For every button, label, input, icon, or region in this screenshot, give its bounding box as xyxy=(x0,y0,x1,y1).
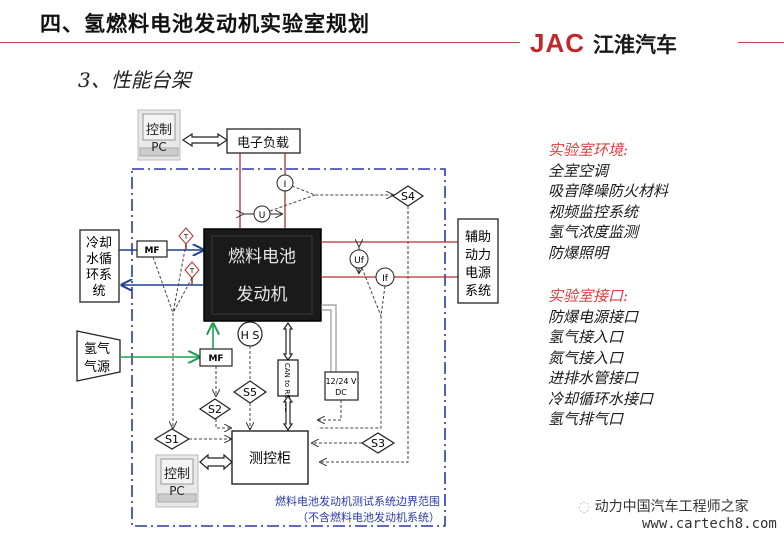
cooling-line-0: 冷却 xyxy=(86,236,112,251)
env-item: 视频监控系统 xyxy=(548,202,639,221)
env-item: 氢气浓度监测 xyxy=(548,223,639,241)
uf-label: Uf xyxy=(354,256,365,266)
cooling-line-3: 统 xyxy=(92,284,105,299)
sensor-s4 xyxy=(391,185,425,207)
pc-bottom-sublabel: PC xyxy=(169,484,185,498)
watermark: ◌ 动力中国汽车工程师之家 www.cartech8.com xyxy=(578,496,777,532)
current-sensor-i xyxy=(276,174,294,192)
dc-power-box xyxy=(324,371,359,401)
dc-label-2: DC xyxy=(335,388,347,397)
s5-label: S5 xyxy=(243,386,257,399)
cooling-system-box xyxy=(79,229,120,303)
hs-label: H S xyxy=(241,329,260,342)
test-system-boundary xyxy=(131,168,446,527)
can-label: CAN to RS232 xyxy=(283,363,291,412)
lab-interfaces-list: 实验室接口: 防爆电源接口 氢气接入口 氮气接入口 进排水管接口 冷却循环水接口… xyxy=(548,286,653,430)
t2-label: T xyxy=(189,267,195,275)
interface-item: 氮气接入口 xyxy=(548,348,624,367)
flow-meter-coolant xyxy=(136,240,168,258)
h2-line-0: 氢气 xyxy=(84,341,110,357)
cooling-line-1: 水循 xyxy=(86,252,112,267)
s3-label: S3 xyxy=(371,437,385,450)
voltage-sensor-uf xyxy=(349,249,369,269)
pc-cabinet-link xyxy=(199,453,233,471)
s2-label: S2 xyxy=(208,403,222,416)
env-item: 全室空调 xyxy=(548,161,609,180)
u-label: U xyxy=(259,211,266,221)
aux-line-0: 辅助 xyxy=(465,230,491,245)
s1-label: S1 xyxy=(165,433,179,446)
pc-top-sublabel: PC xyxy=(151,140,167,154)
env-item: 吸音降噪防火材料 xyxy=(548,182,669,200)
jac-logo: JAC 江淮汽车 xyxy=(530,28,677,59)
interface-item: 防爆电源接口 xyxy=(548,307,639,326)
mf-h2-label: MF xyxy=(208,354,223,364)
boundary-caption-1: 燃料电池发动机测试系统边界范围 xyxy=(275,494,440,508)
sensor-s3 xyxy=(360,432,396,454)
if-label: If xyxy=(382,274,389,284)
boundary-caption-2: （不含燃料电池发动机系统） xyxy=(297,510,440,524)
electronic-load-box xyxy=(226,128,301,154)
sensor-s2 xyxy=(198,398,232,420)
i-label: I xyxy=(284,180,287,190)
lab-environment-list: 实验室环境: 全室空调 吸音降噪防火材料 视频监控系统 氢气浓度监测 防爆照明 xyxy=(548,140,668,263)
watermark-url: www.cartech8.com xyxy=(642,516,777,532)
cooling-line-2: 环系 xyxy=(86,268,112,283)
sensor-s5 xyxy=(232,380,268,404)
control-pc-bottom: 控制 PC xyxy=(155,454,199,508)
t1-label: T xyxy=(183,233,189,241)
interface-item: 氢气接入口 xyxy=(548,328,624,346)
header-divider-right xyxy=(738,42,784,43)
aux-power-box xyxy=(457,218,499,304)
aux-line-1: 动力 xyxy=(465,248,491,263)
can-link-bottom xyxy=(282,394,294,432)
voltage-sensor-u xyxy=(253,205,271,223)
h2-line-1: 气源 xyxy=(84,359,110,375)
interface-item: 冷却循环水接口 xyxy=(548,389,654,408)
lab-environment-heading: 实验室环境: xyxy=(548,141,629,159)
header-divider-left xyxy=(0,42,520,43)
wechat-icon: ◌ xyxy=(578,499,591,515)
pc-load-link xyxy=(181,132,229,148)
fuel-cell-label-1: 发动机 xyxy=(237,285,288,305)
section-subtitle: 3、性能台架 xyxy=(78,68,191,92)
control-pc-top: 控制 PC xyxy=(137,109,181,161)
pc-top-label: 控制 xyxy=(146,123,172,138)
aux-line-2: 电源 xyxy=(465,266,491,281)
control-cabinet-label: 测控柜 xyxy=(249,451,291,467)
dc-label-1: 12/24 V xyxy=(325,377,357,386)
logo-cn: 江淮汽车 xyxy=(593,32,678,57)
env-item: 防爆照明 xyxy=(548,243,609,262)
mf-coolant-label: MF xyxy=(144,246,159,256)
electronic-load-label: 电子负载 xyxy=(237,136,289,151)
control-cabinet xyxy=(231,430,309,485)
logo-brand: JAC xyxy=(530,28,586,58)
hydrogen-source xyxy=(76,330,121,382)
lab-interfaces-heading: 实验室接口: xyxy=(548,287,629,305)
aux-line-3: 系统 xyxy=(465,284,491,299)
pc-bottom-label: 控制 xyxy=(164,467,190,482)
s4-label: S4 xyxy=(401,190,415,203)
watermark-text: 动力中国汽车工程师之家 xyxy=(594,499,749,515)
fuel-cell-label-0: 燃料电池 xyxy=(228,247,296,267)
can-link-top xyxy=(282,321,294,362)
interface-item: 氢气排气口 xyxy=(548,410,624,428)
page-title: 四、氢燃料电池发动机实验室规划 xyxy=(40,12,370,36)
interface-item: 进排水管接口 xyxy=(548,369,639,387)
fuel-cell-engine xyxy=(203,228,322,322)
